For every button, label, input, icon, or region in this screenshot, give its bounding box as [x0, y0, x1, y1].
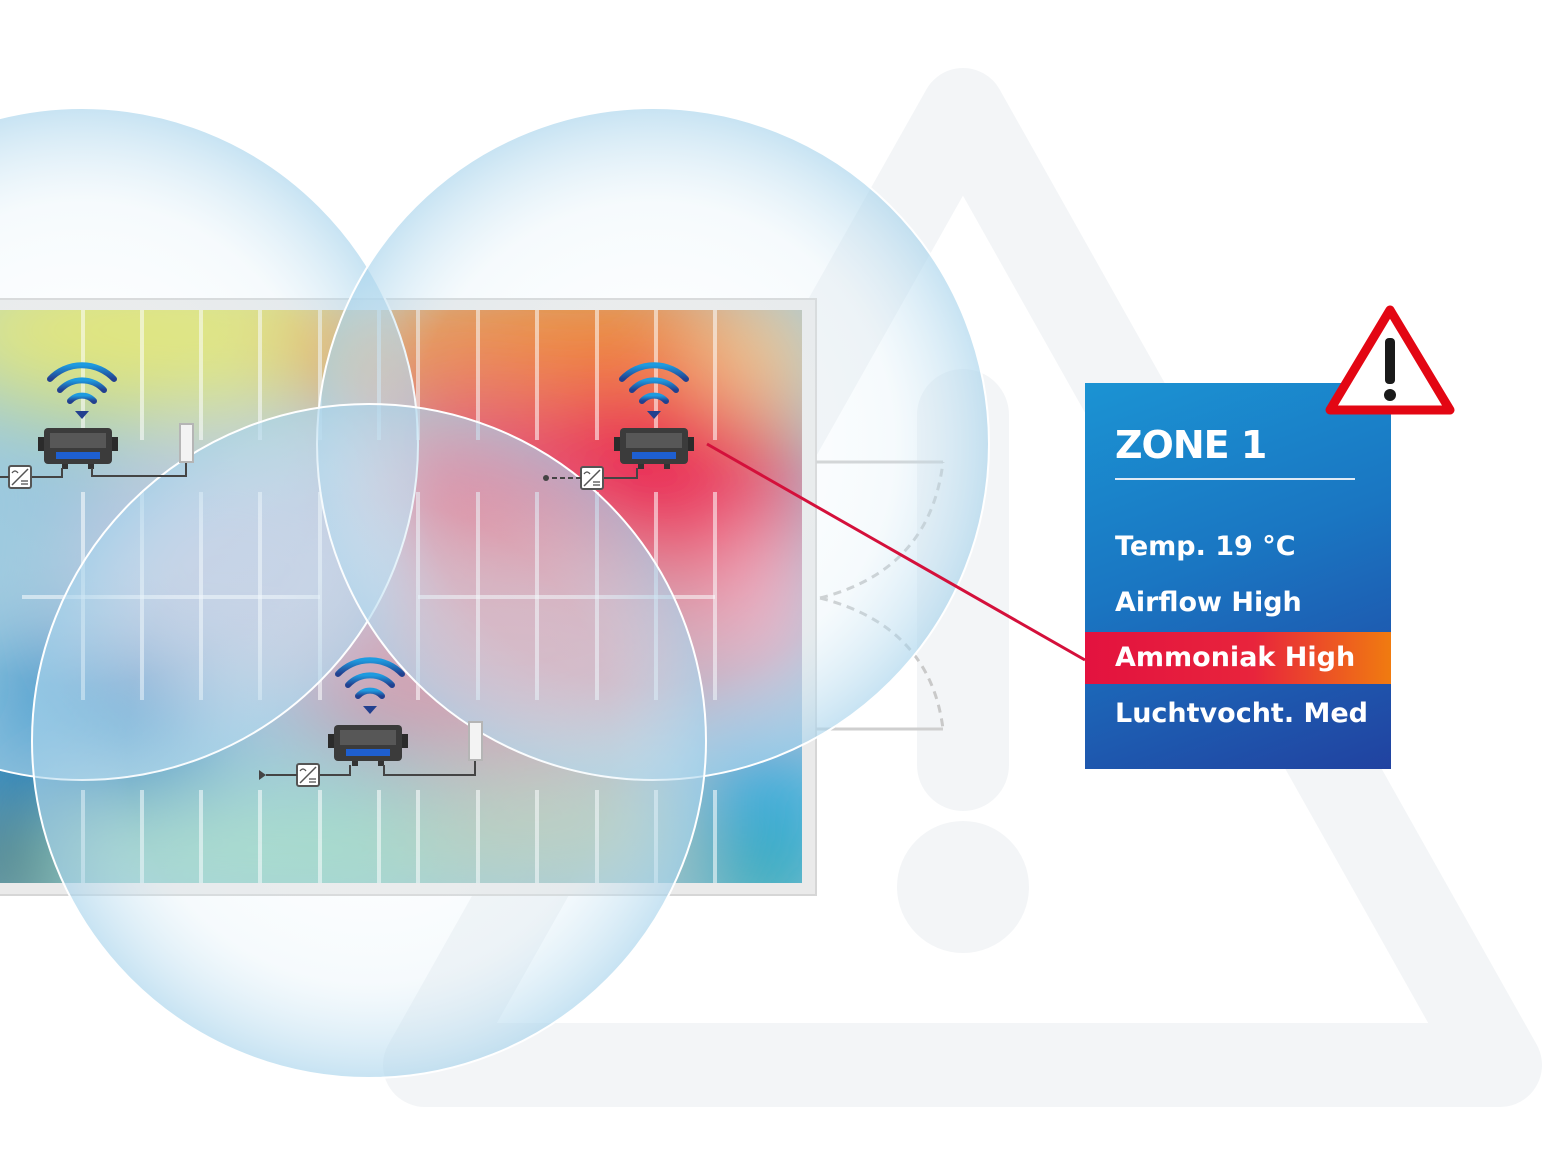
power-adapter-icon: [8, 465, 32, 489]
reading-humidity: Luchtvocht. Med: [1115, 698, 1369, 729]
sensor-bottom: [259, 660, 483, 787]
sensor-coverage-areas: [0, 107, 990, 1079]
zone-status-panel: ZONE 1 Temp. 19 °C Airflow High Ammoniak…: [1085, 383, 1391, 769]
reading-ammonia-alert: Ammoniak High: [1085, 632, 1391, 684]
probe-icon: [468, 721, 483, 761]
sensor-device: [614, 428, 694, 469]
sensor-right: [543, 365, 694, 490]
power-adapter-icon: [580, 466, 604, 490]
sensor-left: [0, 365, 194, 489]
zone-connector-line: [706, 442, 1086, 662]
sensor-device: [38, 428, 118, 469]
sensor-device: [328, 725, 408, 766]
power-adapter-icon: [296, 763, 320, 787]
reading-temperature: Temp. 19 °C: [1115, 531, 1296, 562]
alert-warning-triangle-icon: [1325, 305, 1455, 415]
zone-divider: [1115, 478, 1355, 480]
reading-airflow: Airflow High: [1115, 587, 1302, 618]
probe-icon: [179, 423, 194, 463]
zone-title: ZONE 1: [1115, 423, 1267, 467]
